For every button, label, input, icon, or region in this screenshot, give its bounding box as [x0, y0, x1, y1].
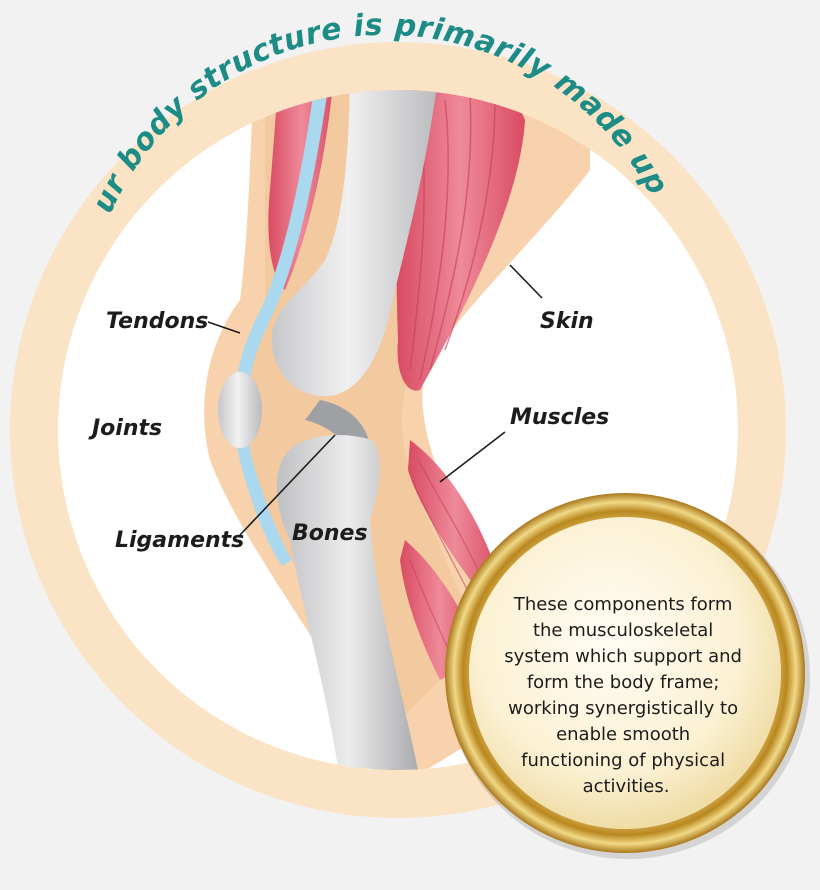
info-line: These components form	[513, 594, 733, 615]
info-text: These components form the musculoskeleta…	[504, 594, 747, 797]
ligaments-leader	[239, 434, 336, 536]
muscles-leader	[439, 431, 506, 483]
femur-bone	[271, 90, 440, 397]
calf-muscle-upper	[408, 440, 502, 604]
info-line: functioning of physical	[521, 750, 725, 771]
tendons-leader	[207, 321, 241, 334]
label-bones: Bones	[292, 521, 368, 546]
info-line: system which support and	[504, 646, 742, 667]
tendon-strip	[234, 90, 332, 566]
info-line: the musculoskeletal	[533, 620, 713, 641]
skin-leader	[509, 264, 543, 299]
muscle-fibers-upper	[409, 94, 496, 381]
label-joints: Joints	[88, 416, 162, 441]
label-tendons: Tendons	[106, 309, 208, 334]
info-line: form the body frame;	[527, 672, 720, 693]
label-skin: Skin	[540, 309, 594, 334]
medallion-face	[469, 517, 781, 829]
patella	[218, 372, 262, 448]
info-line: enable smooth	[556, 724, 690, 745]
label-ligaments: Ligaments	[115, 528, 244, 553]
leader-lines	[207, 264, 543, 536]
knee-illustration	[204, 90, 590, 770]
info-line: working synergistically to	[508, 698, 738, 719]
info-medallion: These components form the musculoskeleta…	[445, 493, 810, 859]
label-muscles: Muscles	[510, 405, 609, 430]
tibia-bone	[276, 435, 420, 770]
info-line: activities.	[583, 776, 670, 797]
